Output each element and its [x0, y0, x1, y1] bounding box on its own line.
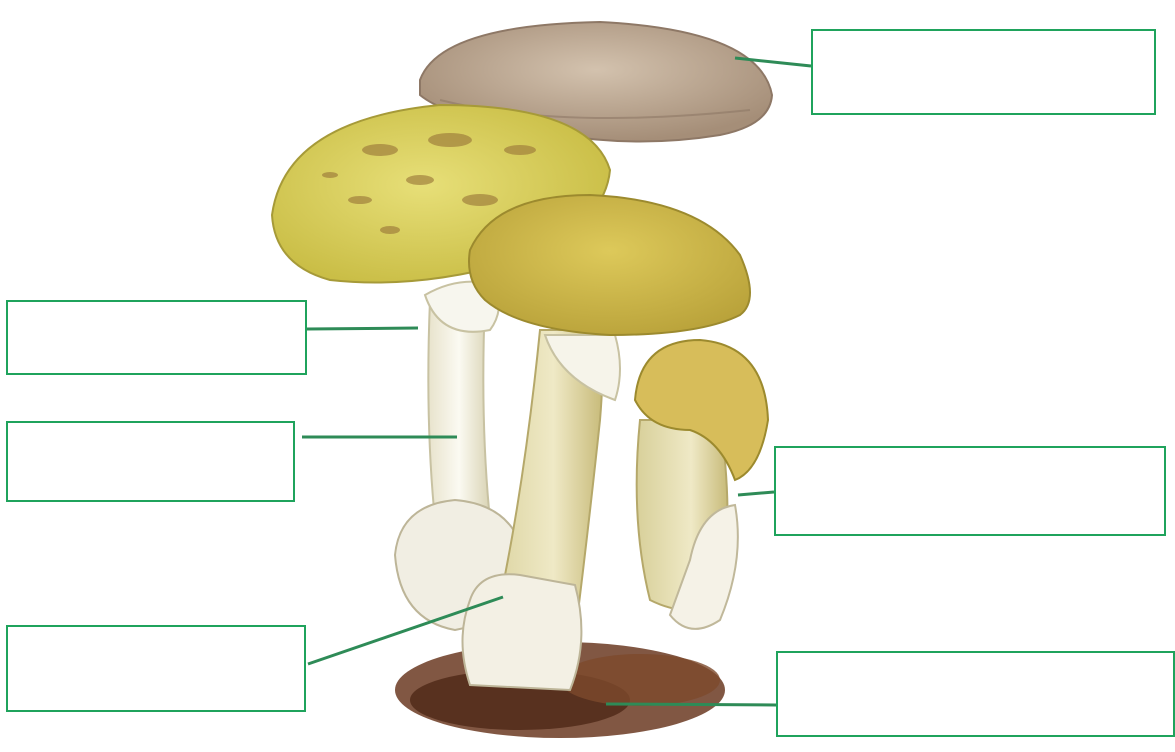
leader-line-mycelium: [606, 704, 776, 705]
label-box-volva-right[interactable]: [774, 446, 1166, 536]
right-young-mushroom: [635, 340, 768, 629]
label-box-mycelium[interactable]: [776, 651, 1175, 737]
label-box-base[interactable]: [6, 625, 306, 712]
leader-line-volva-right: [738, 492, 774, 495]
label-box-stem[interactable]: [6, 421, 295, 502]
label-box-cap[interactable]: [811, 29, 1156, 115]
yellow-cap-middle: [469, 195, 750, 335]
leader-line-ring: [307, 328, 418, 329]
label-box-ring[interactable]: [6, 300, 307, 375]
